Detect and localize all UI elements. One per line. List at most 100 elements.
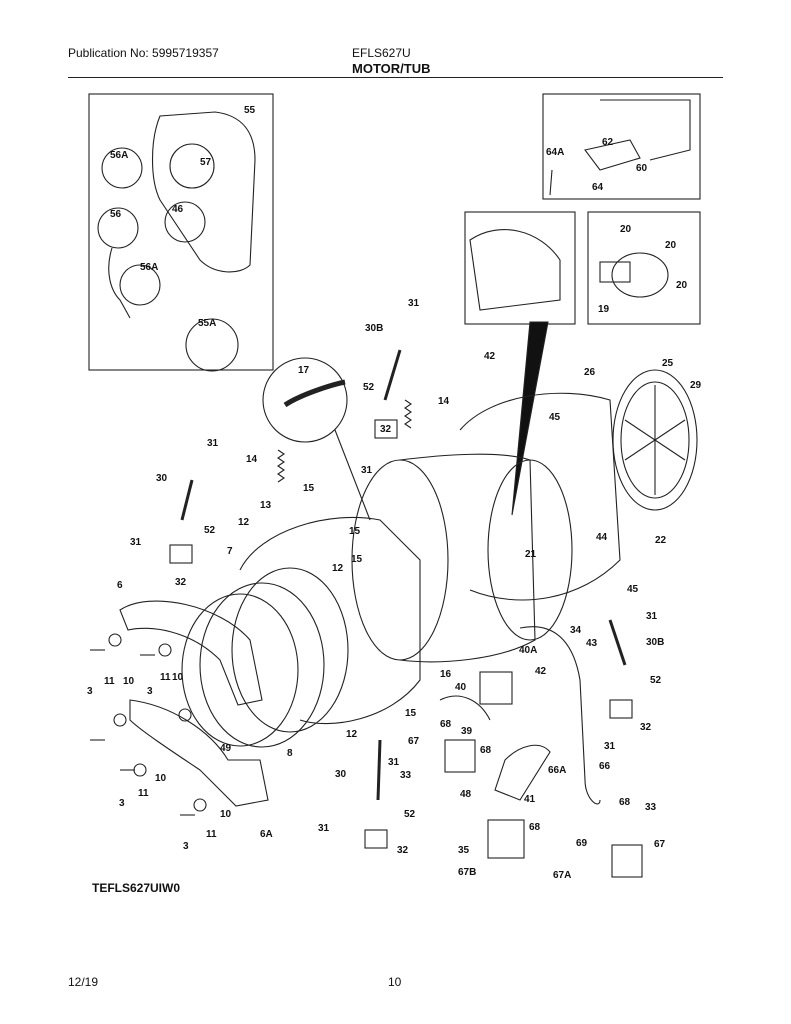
callout-label: 64A [546,147,564,158]
callout-label: 41 [524,794,536,805]
inset-box-heater-detail [464,211,576,325]
section-title: MOTOR/TUB [352,61,431,76]
callout-label: 56 [110,209,122,220]
bracket-32-upper [374,419,398,439]
callout-label: 21 [525,549,537,560]
callout-label: 19 [598,304,610,315]
callout-label: 33 [645,802,657,813]
rear-tub-22 [459,392,621,601]
callout-label: 39 [461,726,473,737]
pump-housing-41 [494,744,551,801]
callout-label: 32 [640,722,652,733]
callout-label: 15 [405,708,417,719]
callout-label: 10 [220,809,232,820]
callout-label: 44 [596,532,608,543]
bracket-32-lower [364,829,388,849]
tub-outline-inset [600,99,691,161]
callout-label: 48 [460,789,472,800]
bracket-32-left [169,544,193,564]
drum-front-rim [351,459,449,661]
callout-label: 25 [662,358,674,369]
callout-label: 40 [455,682,467,693]
hose-56 [108,247,131,319]
callout-label: 40A [519,645,537,656]
footer-date: 12/19 [68,975,99,989]
heater-detail-tub [469,229,561,311]
callout-label: 35 [458,845,470,856]
page-number: 10 [388,975,402,989]
callout-label: 68 [480,745,492,756]
callout-label: 31 [361,465,373,476]
filter-40a [479,671,513,705]
inset-box-hoses [88,93,274,371]
callout-label: 43 [586,638,598,649]
callout-label: 11 [104,676,115,687]
callout-label: 3 [119,798,125,809]
clamp-55a-circle [185,318,239,372]
callout-label: 56A [140,262,158,273]
callout-label: 31 [388,757,400,768]
callout-label: 30 [335,769,347,780]
callout-label: 45 [549,412,561,423]
callout-label: 31 [207,438,219,449]
pulley-spokes [624,385,686,495]
callout-label: 45 [627,584,639,595]
callout-label: 32 [175,577,187,588]
callout-label: 67 [408,736,420,747]
washer-11-a [108,633,122,647]
callout-label: 66 [599,761,611,772]
callout-label: 3 [183,841,189,852]
shock-30b-upper [383,349,402,401]
callout-label: 15 [349,526,361,537]
callout-label: 67 [654,839,666,850]
pump-67 [444,739,476,773]
callout-label: 52 [404,809,416,820]
callout-label: 67B [458,867,476,878]
callout-label: 20 [665,240,677,251]
callout-label: 67A [553,870,571,881]
callout-label: 68 [529,822,541,833]
clamp-57-circle [169,143,215,189]
callout-label: 64 [592,182,604,193]
callout-label: 11 [138,788,149,799]
clamp-46-circle [164,201,206,243]
pump-67-alt [611,844,643,878]
drum-rear-rim [487,459,573,641]
callout-label: 17 [298,365,310,376]
callout-label: 31 [646,611,658,622]
heater-element [584,139,641,171]
sensor-64a [549,169,553,196]
callout-label: 8 [287,748,293,759]
hose-39 [439,695,491,721]
callout-label: 31 [408,298,420,309]
callout-label: 15 [303,483,315,494]
motor-mount [599,261,631,283]
callout-label: 14 [246,454,258,465]
model-number: EFLS627U [352,46,411,60]
callout-label: 32 [397,845,409,856]
front-tub-16 [239,516,421,725]
bracket-32-right [609,699,633,719]
callout-label: 16 [440,669,452,680]
bellows-ring-7 [199,582,325,748]
callout-label: 20 [620,224,632,235]
header-rule [68,77,723,78]
hose-66 [519,626,601,805]
counterweight-6 [119,600,263,706]
shock-30-lower [376,739,382,801]
callout-label: 6A [260,829,273,840]
callout-label: 12 [332,563,344,574]
callout-label: 66A [548,765,566,776]
callout-label: 49 [220,743,232,754]
clamp-56a-circle-2 [119,264,161,306]
clamp-56a-circle [101,147,143,189]
callout-label: 31 [604,741,616,752]
callout-label: 7 [227,546,233,557]
publication-number: Publication No: 5995719357 [68,46,219,60]
callout-label: 32 [380,424,392,435]
callout-label: 56A [110,150,128,161]
inset-box-heater [542,93,701,200]
callout-label: 52 [650,675,662,686]
callout-label: 62 [602,137,614,148]
callout-label: 30 [156,473,168,484]
